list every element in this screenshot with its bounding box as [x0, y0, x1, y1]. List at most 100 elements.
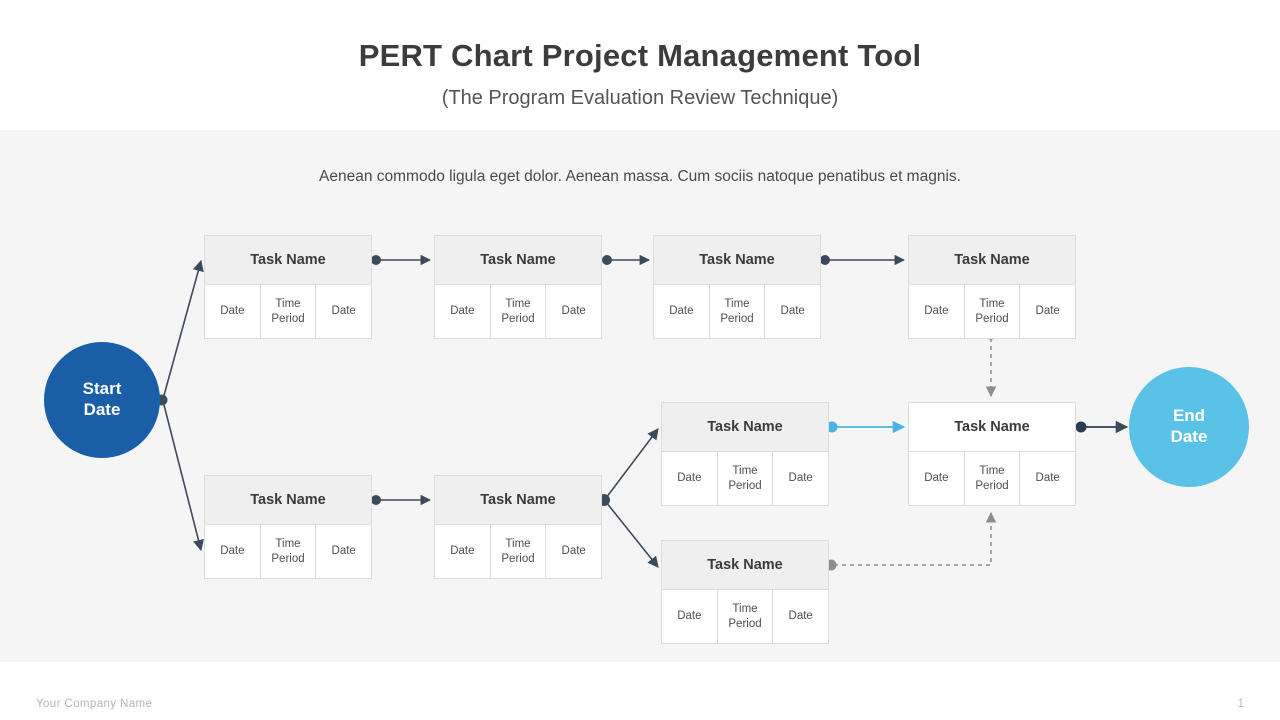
footer-company-name: Your Company Name — [36, 698, 153, 710]
connector-start-to-task1 — [162, 259, 204, 400]
task-card-4-start-date: Date — [909, 285, 965, 338]
task-card-3-title: Task Name — [654, 236, 820, 285]
task-card-1-title: Task Name — [205, 236, 371, 285]
task-card-9-duration-line2: Period — [728, 617, 762, 630]
milestone-end-line2: Date — [1170, 427, 1208, 446]
task-card-2-end-date: Date — [561, 305, 586, 318]
task-card-9-end-date: Date — [788, 610, 813, 623]
connector-layer — [156, 254, 1129, 571]
task-card-3-start-date: Date — [654, 285, 710, 338]
connector-dot-task3-out — [820, 255, 830, 265]
footer-page-number: 1 — [1237, 698, 1244, 710]
content-band: Aenean commodo ligula eget dolor. Aenean… — [0, 130, 1280, 662]
footer-band: Your Company Name 1 — [0, 662, 1280, 720]
task-card-7-duration-line2: Period — [728, 479, 762, 492]
task-card-8-duration-line2: Period — [975, 479, 1009, 492]
task-card-4-duration-line1: Time — [979, 298, 1005, 311]
task-card-9-title: Task Name — [662, 541, 828, 590]
milestone-end-line1: End — [1172, 406, 1206, 426]
task-card-2-duration-line2: Period — [501, 312, 535, 325]
task-card-6-duration-line1: Time — [505, 538, 531, 551]
task-card-9-duration-line1: Time — [732, 603, 758, 616]
task-card-8-title: Task Name — [909, 403, 1075, 452]
task-card-2-title: Task Name — [435, 236, 601, 285]
connector-dot-task8-out — [1075, 421, 1087, 433]
task-card-8-start-date: Date — [909, 452, 965, 505]
page-subtitle: (The Program Evaluation Review Technique… — [441, 87, 839, 109]
connector-task6-to-task7 — [605, 428, 659, 499]
task-card-9-start-date: Date — [662, 590, 718, 643]
task-card-1-duration-line1: Time — [275, 298, 301, 311]
milestone-start-line1: Start — [82, 379, 122, 399]
milestone-start-date[interactable]: Start Date — [44, 342, 160, 458]
task-card-7-end-date: Date — [788, 472, 813, 485]
task-card-4-end-date: Date — [1035, 305, 1060, 318]
task-card-5-end-date: Date — [331, 545, 356, 558]
connector-dot-task2-out — [602, 255, 612, 265]
task-card-8-end-date: Date — [1035, 472, 1060, 485]
task-card-1-end-date: Date — [331, 305, 356, 318]
task-card-2-duration-line1: Time — [505, 298, 531, 311]
intro-paragraph: Aenean commodo ligula eget dolor. Aenean… — [319, 168, 961, 185]
connector-dot-task1-out — [371, 255, 381, 265]
task-card-6-title: Task Name — [435, 476, 601, 525]
milestone-start-text: Start Date — [83, 379, 122, 420]
task-card-4-title: Task Name — [909, 236, 1075, 285]
connector-start-to-task5 — [162, 400, 204, 552]
header-band: PERT Chart Project Management Tool (The … — [0, 0, 1280, 130]
task-card-3-duration-line2: Period — [720, 312, 754, 325]
connector-dot-task5-out — [371, 495, 381, 505]
task-card-5-start-date: Date — [205, 525, 261, 578]
task-card-6-start-date: Date — [435, 525, 491, 578]
connector-dot-task7-out — [826, 421, 838, 433]
task-card-7-title: Task Name — [662, 403, 828, 452]
task-card-6-duration-line2: Period — [501, 552, 535, 565]
connector-task9-to-task8-dashed — [834, 511, 997, 566]
task-card-2-start-date: Date — [435, 285, 491, 338]
task-card-5-title: Task Name — [205, 476, 371, 525]
task-card-5-duration-line1: Time — [275, 538, 301, 551]
page-title: PERT Chart Project Management Tool — [358, 38, 922, 73]
task-card-6-end-date: Date — [561, 545, 586, 558]
task-card-8-duration-line1: Time — [979, 465, 1005, 478]
task-card-4-duration-line2: Period — [975, 312, 1009, 325]
task-card-1-start-date: Date — [205, 285, 261, 338]
task-card-3-duration-line1: Time — [724, 298, 750, 311]
milestone-end-text: End Date — [1171, 406, 1208, 447]
milestone-end-date[interactable]: End Date — [1129, 367, 1249, 487]
task-card-7-duration-line1: Time — [732, 465, 758, 478]
task-card-3-end-date: Date — [780, 305, 805, 318]
task-card-5-duration-line2: Period — [271, 552, 305, 565]
task-card-7-start-date: Date — [662, 452, 718, 505]
connector-task6-to-task9 — [605, 501, 659, 568]
milestone-start-line2: Date — [83, 400, 121, 419]
